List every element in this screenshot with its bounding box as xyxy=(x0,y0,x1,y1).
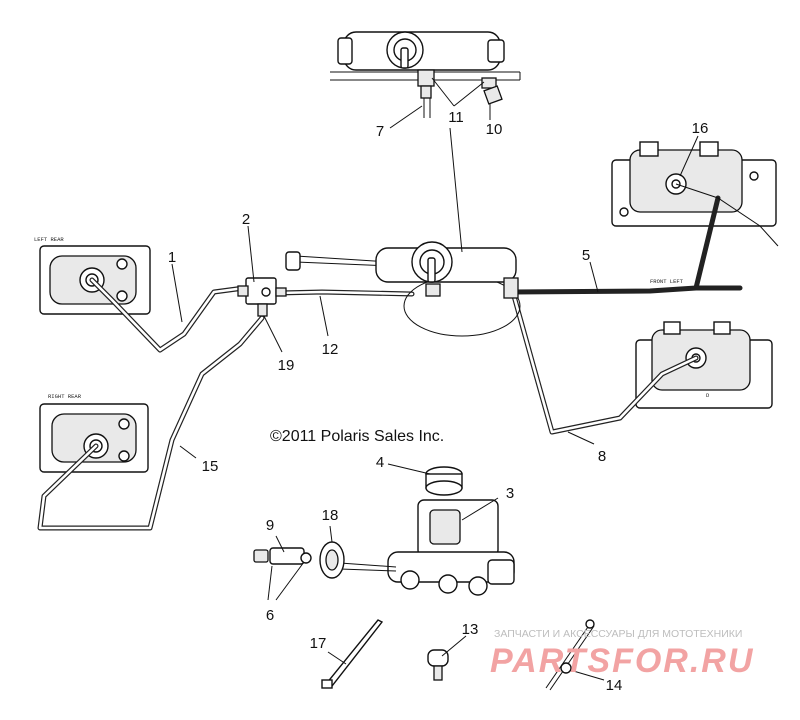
callout-3: 3 xyxy=(506,485,514,502)
callout-15: 15 xyxy=(202,458,219,475)
caliper-front-right: D xyxy=(635,321,773,409)
callout-1: 1 xyxy=(168,249,176,266)
callout-7: 7 xyxy=(376,123,384,140)
callout-12: 12 xyxy=(322,341,339,358)
junction-block xyxy=(237,277,287,317)
callout-18: 18 xyxy=(322,507,339,524)
caliper-left-rear: LEFT REAR xyxy=(34,236,151,315)
callout-16: 16 xyxy=(692,120,709,137)
label-front-right: D xyxy=(706,392,710,399)
master-cylinder-exploded xyxy=(253,466,515,596)
callout-6: 6 xyxy=(266,607,274,624)
callout-10: 10 xyxy=(486,121,503,138)
callout-numbers: 1 2 3 4 5 6 7 8 9 10 11 12 13 14 15 16 1… xyxy=(168,109,709,694)
callout-14: 14 xyxy=(606,677,623,694)
leader-lines xyxy=(171,77,699,681)
label-right-rear: RIGHT REAR xyxy=(48,393,82,400)
label-left-rear: LEFT REAR xyxy=(34,236,64,243)
callout-8: 8 xyxy=(598,448,606,465)
watermark-brand: PARTSFOR.RU xyxy=(490,642,754,680)
watermark: ЗАПЧАСТИ И АКСЕССУАРЫ ДЛЯ МОТОТЕХНИКИ PA… xyxy=(490,628,754,680)
callout-17: 17 xyxy=(310,635,327,652)
callout-2: 2 xyxy=(242,211,250,228)
callout-13: 13 xyxy=(462,621,479,638)
callout-11: 11 xyxy=(448,109,464,126)
loose-hardware xyxy=(321,619,595,691)
callout-5: 5 xyxy=(582,247,590,264)
copyright-text: ©2011 Polaris Sales Inc. xyxy=(270,428,444,445)
caliper-front-left xyxy=(611,141,777,227)
label-front-left: FRONT LEFT xyxy=(650,278,684,285)
callout-9: 9 xyxy=(266,517,274,534)
callout-19: 19 xyxy=(278,357,295,374)
watermark-tagline: ЗАПЧАСТИ И АКСЕССУАРЫ ДЛЯ МОТОТЕХНИКИ xyxy=(494,628,742,640)
master-cylinder-installed xyxy=(285,241,521,337)
master-cylinder-top-view xyxy=(330,31,521,118)
caliper-right-rear: RIGHT REAR xyxy=(39,393,149,473)
callout-4: 4 xyxy=(376,454,384,471)
brake-lines: FRONT LEFT xyxy=(37,183,779,531)
